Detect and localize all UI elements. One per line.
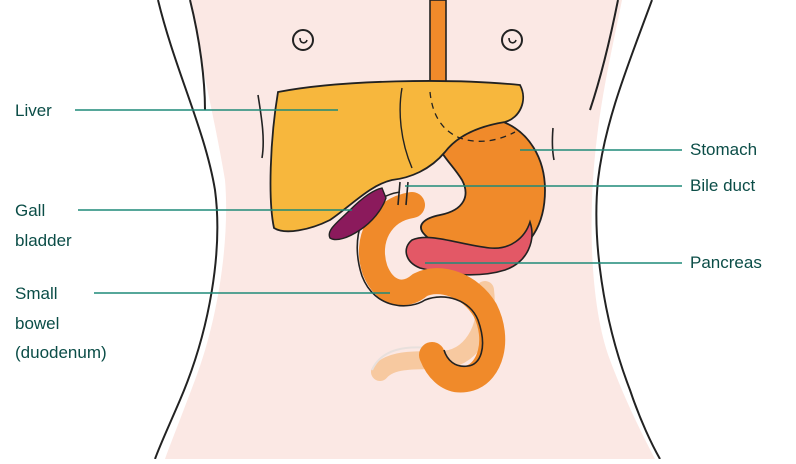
label-small-bowel-line1: Small: [15, 281, 58, 306]
label-small-bowel-line3: (duodenum): [15, 340, 107, 365]
label-gall-bladder-line2: bladder: [15, 228, 72, 253]
label-stomach: Stomach: [690, 137, 757, 162]
label-small-bowel-line2: bowel: [15, 311, 59, 336]
label-pancreas: Pancreas: [690, 250, 762, 275]
label-bile-duct: Bile duct: [690, 173, 755, 198]
torso-fill: [165, 0, 655, 459]
label-liver: Liver: [15, 98, 52, 123]
esophagus: [430, 0, 446, 92]
label-gall-bladder-line1: Gall: [15, 198, 45, 223]
